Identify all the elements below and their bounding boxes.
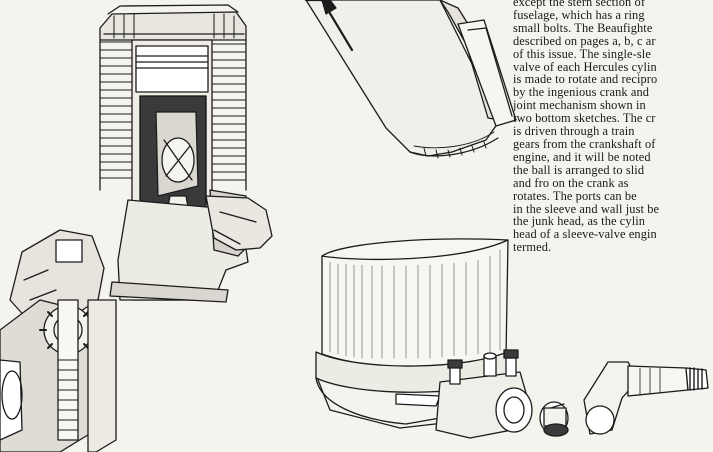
article-line: fuselage, which has a ring [513, 7, 645, 22]
article-line: by the ingenious crank and [513, 85, 650, 100]
ball-joint-crank-illustration [540, 362, 708, 436]
article-line: valve of each Hercules cylin [513, 59, 657, 74]
article-line: in the sleeve and wall just be [513, 201, 660, 216]
article-line: engine, and it will be noted [513, 149, 651, 164]
article-line: of this issue. The single-sle [513, 46, 651, 61]
article-line: rotates. The ports can be [513, 188, 637, 203]
article-line: small bolts. The Beaufighte [513, 20, 653, 35]
article-text-column: except the stern section of fuselage, wh… [513, 0, 713, 254]
article-line: is driven through a train [513, 124, 635, 139]
article-line: except the stern section of [513, 0, 646, 9]
fuselage-section-illustration [306, 0, 516, 158]
article-line: and fro on the crank as [513, 175, 629, 190]
article-line: described on pages a, b, c ar [513, 33, 656, 48]
article-line: the ball is arranged to slid [513, 162, 645, 177]
article-line: two bottom sketches. The cr [513, 111, 656, 126]
article-line: gears from the crankshaft of [513, 136, 656, 151]
article-line: joint mechanism shown in [513, 98, 646, 113]
article-line: is made to rotate and recipro [513, 72, 658, 87]
sleeve-valve-illustration [316, 239, 532, 438]
cylinder-cutaway-illustration [0, 5, 272, 452]
article-line: termed. [513, 240, 552, 255]
article-line: the junk head, as the cylin [513, 214, 646, 229]
article-line: head of a sleeve-valve engin [513, 227, 657, 242]
